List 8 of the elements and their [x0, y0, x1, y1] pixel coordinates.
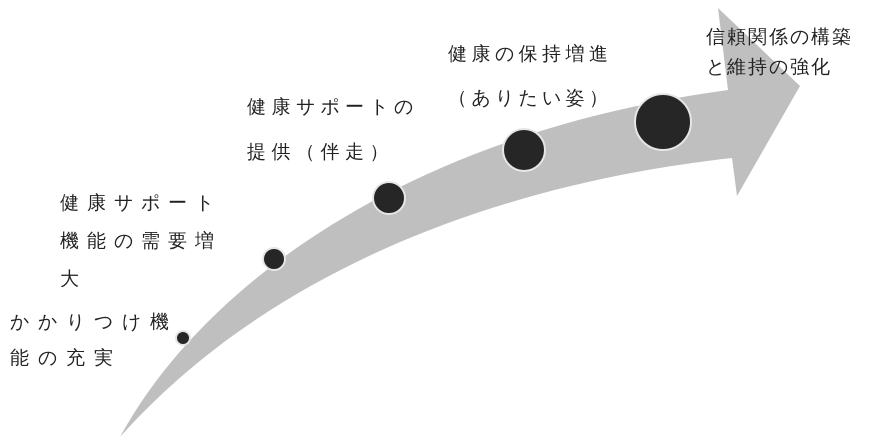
step-label: 健康の保持増進（ありたい姿） — [448, 42, 614, 111]
dot-marker — [175, 330, 191, 346]
goal-label: 信頼関係の構築と維持の強化 — [706, 25, 854, 80]
dot-marker — [372, 181, 406, 215]
dot-marker — [262, 247, 286, 271]
step-label: 健康サポート機能の需要増大 — [60, 191, 223, 292]
step-label: 健康サポートの提供（伴走） — [247, 95, 420, 165]
step-label: かかりつけ機能の充実 — [10, 310, 179, 371]
